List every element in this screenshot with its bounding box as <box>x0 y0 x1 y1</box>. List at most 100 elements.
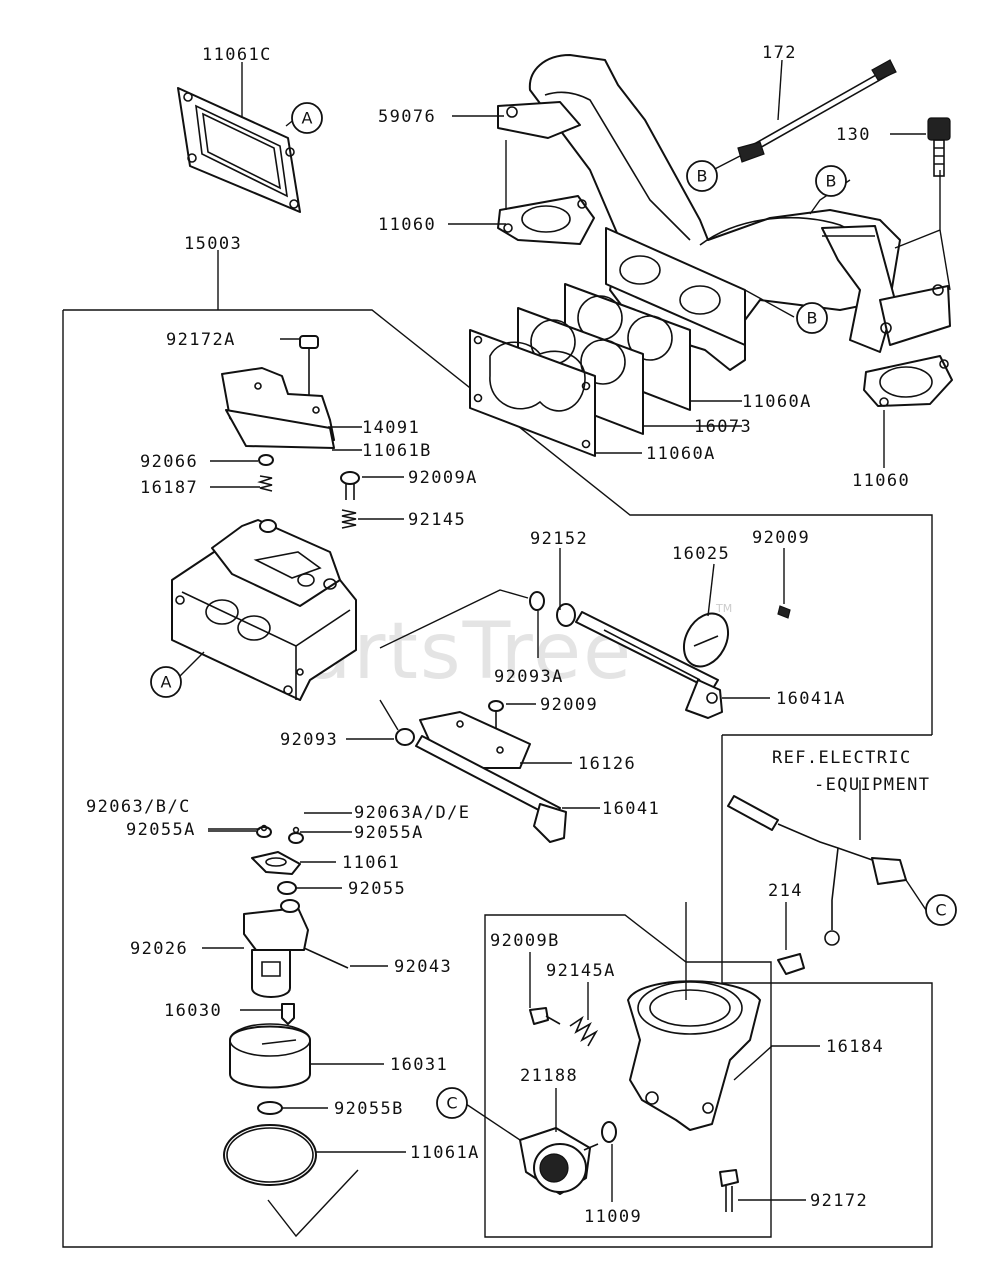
label-16031: 16031 <box>390 1055 448 1075</box>
screw-92063 <box>256 826 304 844</box>
callout-b-2-text: B <box>826 172 837 191</box>
label-92145: 92145 <box>408 510 466 530</box>
bowl-16031 <box>229 1023 311 1089</box>
gasket-11061c <box>177 87 301 213</box>
gasket-11060-right <box>863 355 953 407</box>
spring-92145 <box>341 509 357 529</box>
label-16041a: 16041A <box>776 689 846 709</box>
label-16184: 16184 <box>826 1037 884 1057</box>
bushing-92093 <box>395 728 415 746</box>
oring-92055a-left <box>260 824 268 832</box>
gasket-11061 <box>251 851 301 875</box>
label-92093: 92093 <box>280 730 338 750</box>
callout-a-1: A <box>291 102 323 134</box>
callout-b-2: B <box>815 165 847 197</box>
gasket-11060-top <box>497 195 595 245</box>
callout-c-1-text: C <box>935 901 946 920</box>
oring-11061a-inner <box>226 1127 314 1183</box>
label-59076: 59076 <box>378 107 436 127</box>
screw-92009-top <box>777 605 791 619</box>
label-15003: 15003 <box>184 234 242 254</box>
label-92172: 92172 <box>810 1191 868 1211</box>
label-92063ade: 92063A/D/E <box>354 803 470 823</box>
label-14091: 14091 <box>362 418 420 438</box>
oring-92055b <box>257 1101 283 1115</box>
shaft-16041a <box>575 611 723 719</box>
label-ref-line1: REF.ELECTRIC <box>772 748 912 768</box>
label-ref-line2: -EQUIPMENT <box>814 775 930 795</box>
label-92026: 92026 <box>130 939 188 959</box>
oring-92055 <box>277 881 297 895</box>
carburetor-body <box>171 519 357 701</box>
label-16187: 16187 <box>140 478 198 498</box>
bushing-92152 <box>529 591 576 627</box>
screw-92172 <box>719 1169 739 1212</box>
label-92009-top: 92009 <box>752 528 810 548</box>
oring-11061a <box>223 1124 317 1186</box>
screw-92009b <box>529 1007 561 1025</box>
label-92055b: 92055B <box>334 1099 404 1119</box>
label-16025: 16025 <box>672 544 730 564</box>
label-214: 214 <box>768 881 803 901</box>
callout-b-1: B <box>686 160 718 192</box>
pin-92043 <box>303 947 349 969</box>
label-92055: 92055 <box>348 879 406 899</box>
needle-16030 <box>281 1003 295 1025</box>
label-92009b: 92009B <box>490 931 560 951</box>
label-172: 172 <box>762 43 797 63</box>
callout-a-1-text: A <box>302 109 313 128</box>
shaft-16041 <box>415 735 567 843</box>
label-16073: 16073 <box>694 417 752 437</box>
label-92145a: 92145A <box>546 961 616 981</box>
callout-b-3: B <box>796 302 828 334</box>
float-92026 <box>243 899 309 998</box>
screw-92009a <box>340 471 360 500</box>
label-11061c: 11061C <box>202 45 272 65</box>
label-11060-right: 11060 <box>852 471 910 491</box>
throttle-body-16184 <box>627 980 761 1131</box>
label-92152: 92152 <box>530 529 588 549</box>
leader-11061a-bracket <box>267 1169 359 1238</box>
callout-c-1: C <box>925 894 957 926</box>
solenoid-21188 <box>519 1127 599 1195</box>
label-16030: 16030 <box>164 1001 222 1021</box>
washer-11009 <box>601 1121 617 1143</box>
label-11061a: 11061A <box>410 1143 480 1163</box>
watermark-tm: TM <box>715 602 732 615</box>
intake-manifold <box>497 54 951 371</box>
plate-14091 <box>221 367 335 449</box>
frame-15003-top <box>63 309 933 735</box>
callout-c-2-text: C <box>446 1094 457 1113</box>
callout-b-1-text: B <box>697 167 708 186</box>
frame-15003-body <box>62 310 933 1248</box>
label-92063bc: 92063/B/C <box>86 797 191 817</box>
callout-a-2: A <box>150 666 182 698</box>
label-11060a-2: 11060A <box>646 444 716 464</box>
label-16126: 16126 <box>578 754 636 774</box>
label-11061: 11061 <box>342 853 400 873</box>
label-21188: 21188 <box>520 1066 578 1086</box>
stud-172 <box>737 59 897 163</box>
valve-16025 <box>682 612 730 668</box>
part-labels: 11061C 172 59076 130 11060 15003 92172A … <box>86 43 930 1227</box>
callout-c-2: C <box>436 1087 468 1119</box>
label-92009-mid: 92009 <box>540 695 598 715</box>
spring-92145a <box>569 1015 599 1047</box>
callout-a-2-text: A <box>161 673 172 692</box>
label-11009: 11009 <box>584 1207 642 1227</box>
label-92172a: 92172A <box>166 330 236 350</box>
bolt-130 <box>927 117 951 177</box>
plate-16126 <box>419 711 531 769</box>
label-130: 130 <box>836 125 871 145</box>
screw-214 <box>777 953 805 975</box>
callout-b-3-text: B <box>807 309 818 328</box>
oring-92055a-right <box>292 826 300 834</box>
label-92066: 92066 <box>140 452 198 472</box>
label-92055a-right: 92055A <box>354 823 424 843</box>
label-11060-top: 11060 <box>378 215 436 235</box>
label-92093a: 92093A <box>494 667 564 687</box>
screw-92172a <box>299 335 319 398</box>
electric-harness <box>727 795 907 946</box>
label-11061b: 11061B <box>362 441 432 461</box>
